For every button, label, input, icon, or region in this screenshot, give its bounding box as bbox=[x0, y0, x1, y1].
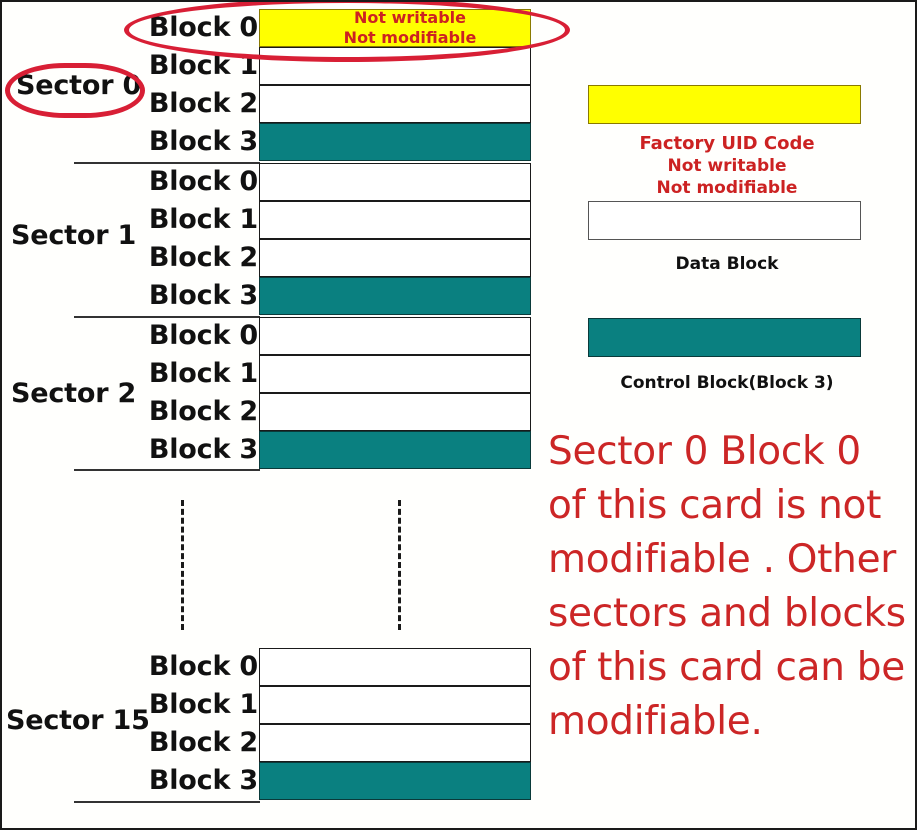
sector-divider bbox=[74, 801, 260, 803]
sector-divider bbox=[74, 162, 260, 164]
sector-divider bbox=[74, 469, 260, 471]
block-cell-data bbox=[259, 239, 531, 277]
block-row: Block 3 bbox=[2, 123, 532, 161]
block-row: Block 2 bbox=[2, 393, 532, 431]
ellipsis-dash-right bbox=[398, 500, 401, 630]
block-label: Block 2 bbox=[148, 88, 258, 119]
block-label: Block 2 bbox=[148, 242, 258, 273]
block-cell-data bbox=[259, 163, 531, 201]
legend-caption-uid: Factory UID Code Not writable Not modifi… bbox=[562, 133, 892, 199]
block-cell-data bbox=[259, 85, 531, 123]
sector-label-15: Sector 15 bbox=[6, 705, 150, 736]
legend-swatch-uid bbox=[588, 85, 861, 124]
sector-divider bbox=[74, 316, 260, 318]
block-label: Block 0 bbox=[148, 12, 258, 43]
block-cell-data bbox=[259, 317, 531, 355]
block-row: Block 0 Not writable Not modifiable bbox=[2, 8, 532, 48]
block-cell-uid: Not writable Not modifiable bbox=[259, 8, 531, 48]
block-cell-control bbox=[259, 431, 531, 469]
legend-caption-control: Control Block(Block 3) bbox=[562, 372, 892, 394]
sector-label-0: Sector 0 bbox=[16, 70, 142, 101]
block-cell-control bbox=[259, 277, 531, 315]
block-label: Block 3 bbox=[148, 434, 258, 465]
legend-caption-line: Factory UID Code bbox=[639, 133, 815, 154]
block-row: Block 3 bbox=[2, 277, 532, 315]
block-row: Block 1 bbox=[2, 47, 532, 85]
legend-swatch-data bbox=[588, 201, 861, 240]
block-cell-note: Not writable Not modifiable bbox=[260, 8, 530, 48]
block-cell-data bbox=[259, 724, 531, 762]
block-row: Block 3 bbox=[2, 762, 532, 800]
block-row: Block 2 bbox=[2, 724, 532, 762]
block-cell-data bbox=[259, 47, 531, 85]
block-label: Block 1 bbox=[148, 50, 258, 81]
block-row: Block 1 bbox=[2, 355, 532, 393]
note-line: Not writable bbox=[354, 8, 466, 27]
block-label: Block 0 bbox=[148, 651, 258, 682]
block-row: Block 2 bbox=[2, 239, 532, 277]
block-label: Block 1 bbox=[148, 204, 258, 235]
legend-caption-line: Not writable bbox=[667, 156, 787, 176]
block-label: Block 2 bbox=[148, 727, 258, 758]
block-label: Block 0 bbox=[148, 320, 258, 351]
block-label: Block 0 bbox=[148, 166, 258, 197]
block-row: Block 3 bbox=[2, 431, 532, 469]
block-row: Block 1 bbox=[2, 201, 532, 239]
block-cell-control bbox=[259, 123, 531, 161]
block-cell-data bbox=[259, 201, 531, 239]
legend-caption-data: Data Block bbox=[562, 253, 892, 275]
block-label: Block 1 bbox=[148, 689, 258, 720]
sector-label-1: Sector 1 bbox=[11, 220, 137, 251]
block-label: Block 1 bbox=[148, 358, 258, 389]
block-cell-data bbox=[259, 393, 531, 431]
block-cell-data bbox=[259, 686, 531, 724]
block-cell-data bbox=[259, 648, 531, 686]
block-cell-control bbox=[259, 762, 531, 800]
block-label: Block 3 bbox=[148, 765, 258, 796]
block-row: Block 1 bbox=[2, 686, 532, 724]
sector-label-2: Sector 2 bbox=[11, 378, 137, 409]
block-cell-data bbox=[259, 355, 531, 393]
ellipsis-dash-left bbox=[181, 500, 184, 630]
block-row: Block 0 bbox=[2, 648, 532, 686]
block-label: Block 3 bbox=[148, 280, 258, 311]
block-row: Block 0 bbox=[2, 317, 532, 355]
block-row: Block 2 bbox=[2, 85, 532, 123]
legend-caption-line: Not modifiable bbox=[656, 178, 798, 198]
legend-caption-line: Control Block(Block 3) bbox=[620, 373, 834, 393]
block-row: Block 0 bbox=[2, 163, 532, 201]
note-line: Not modifiable bbox=[343, 28, 477, 47]
legend-swatch-control bbox=[588, 318, 861, 357]
block-label: Block 2 bbox=[148, 396, 258, 427]
block-label: Block 3 bbox=[148, 126, 258, 157]
legend-caption-line: Data Block bbox=[675, 254, 779, 274]
callout-text: Sector 0 Block 0 of this card is not mod… bbox=[548, 429, 906, 744]
